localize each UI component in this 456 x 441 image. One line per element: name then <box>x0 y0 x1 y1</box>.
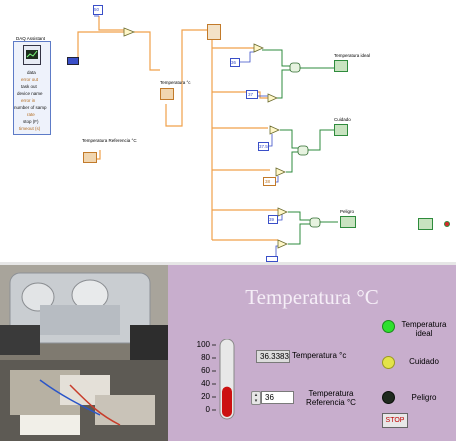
temperatura-ideal-label: Temperatura ideal <box>401 320 447 338</box>
numeric-constant-top-value: 50 <box>94 7 100 12</box>
constant-38-value: 38 <box>265 179 271 184</box>
constant-bottom[interactable] <box>266 256 278 262</box>
front-panel: Temperatura °C 100 80 60 40 20 0 36.3383… <box>168 265 456 441</box>
peligro-label: Peligro <box>411 393 437 402</box>
panel-separator <box>0 262 456 265</box>
constant-39[interactable] <box>268 215 278 224</box>
daq-assistant-block[interactable] <box>13 41 51 135</box>
index-array-node[interactable] <box>207 24 221 40</box>
increment-stepper[interactable]: ▴▾ <box>251 391 261 405</box>
constant-375[interactable] <box>258 142 269 151</box>
peligro-led <box>382 391 395 404</box>
scale-label: 80 <box>201 353 210 362</box>
daq-graph-icon <box>26 50 38 59</box>
loop-condition-icon <box>444 221 450 227</box>
constant-38[interactable] <box>263 177 276 186</box>
temperature-indicator: 36.3383 <box>256 350 290 363</box>
lab-setup-illustration <box>0 265 168 441</box>
scale-label: 0 <box>205 405 210 414</box>
scale-label: 60 <box>201 366 210 375</box>
daq-terminal[interactable]: error out <box>21 77 39 82</box>
reference-value[interactable]: 36 <box>261 391 294 404</box>
constant-375-value: 37.5 <box>259 144 268 149</box>
daq-terminal-list: data error out task out device name erro… <box>13 69 51 135</box>
reference-terminal-label: Temperatura Referencia °C <box>82 138 137 143</box>
daq-terminal[interactable]: task out <box>21 84 37 89</box>
scale-label: 40 <box>201 379 210 388</box>
cuidado-led-terminal[interactable] <box>334 124 348 136</box>
lab-setup-photo <box>0 265 168 441</box>
daq-terminal[interactable]: stop (F) <box>23 119 39 124</box>
stop-button[interactable]: STOP <box>382 413 408 428</box>
dynamic-data-convert[interactable] <box>67 57 79 65</box>
temperature-terminal-label: Temperatura °c <box>160 80 191 85</box>
thermometer-icon <box>212 339 235 420</box>
scale-label: 20 <box>201 392 210 401</box>
ideal-terminal-label: Temperatura ideal <box>334 53 371 58</box>
cuidado-led <box>382 356 395 369</box>
constant-37[interactable] <box>246 90 258 99</box>
constant-36[interactable] <box>230 58 240 67</box>
daq-terminal[interactable]: number of samp <box>14 105 47 110</box>
daq-terminal[interactable]: rate <box>27 112 35 117</box>
constant-37-value: 37 <box>248 92 254 97</box>
reference-control-label: Temperatura Referencia °C <box>306 389 356 407</box>
daq-assistant-icon <box>23 45 41 65</box>
temperatura-ideal-led <box>382 320 395 333</box>
daq-terminal[interactable]: data <box>27 70 36 75</box>
reference-control-terminal[interactable] <box>83 152 97 163</box>
constant-39-value: 39 <box>269 217 275 222</box>
daq-terminal[interactable]: timeout (s) <box>19 126 41 131</box>
daq-terminal[interactable]: device name <box>17 91 43 96</box>
peligro-led-terminal[interactable] <box>340 216 356 228</box>
constant-36-value: 36 <box>231 60 237 65</box>
cuidado-terminal-label: Cuidado <box>334 117 351 122</box>
block-diagram: 50 DAQ Assistant data error out task out… <box>13 5 450 262</box>
peligro-terminal-label: Peligro <box>340 209 355 214</box>
stop-button-terminal[interactable] <box>418 218 433 230</box>
daq-terminal[interactable]: error in <box>21 98 36 103</box>
daq-assistant-title: DAQ Assistant <box>16 36 46 41</box>
numeric-constant-top[interactable] <box>93 5 103 15</box>
scale-label: 100 <box>196 340 210 349</box>
temperature-indicator-terminal[interactable] <box>160 88 174 100</box>
wires-layer <box>68 15 338 262</box>
cuidado-label: Cuidado <box>409 357 439 366</box>
front-panel-title: Temperatura °C <box>245 285 379 309</box>
ideal-led-terminal[interactable] <box>334 60 348 72</box>
temperature-indicator-label: Temperatura °c <box>292 351 347 360</box>
